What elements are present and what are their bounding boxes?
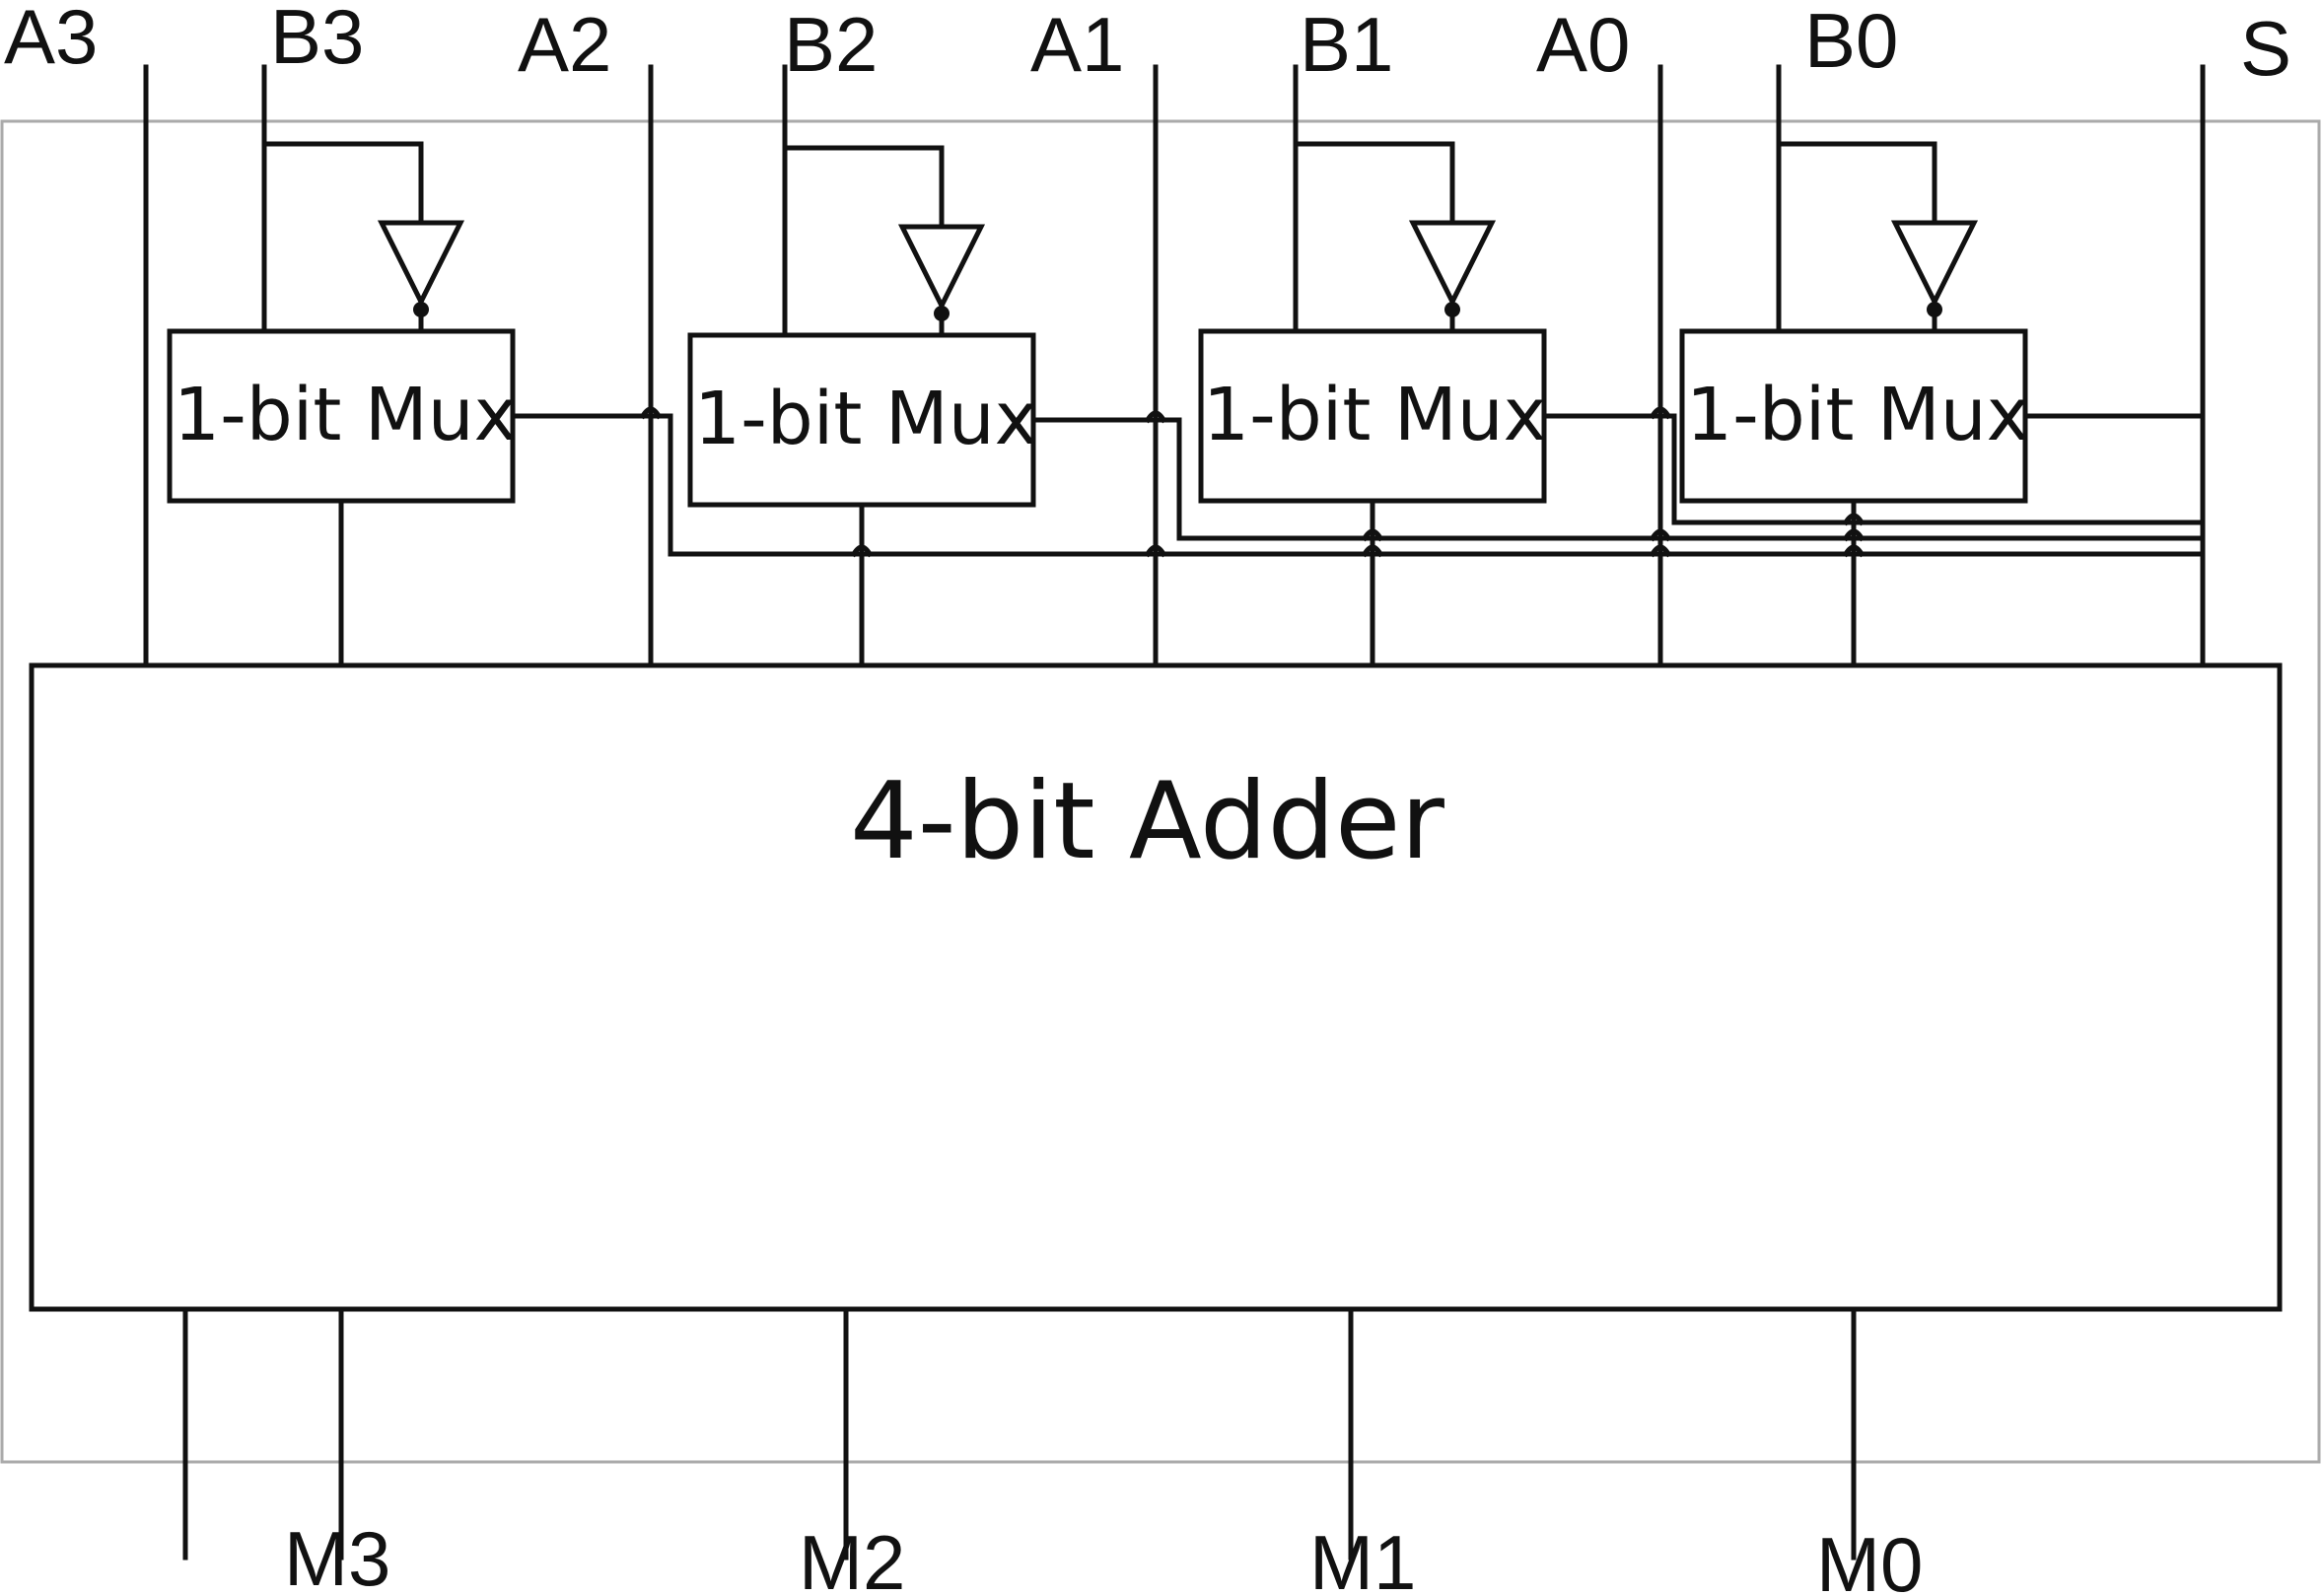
mux-2: 1-bit Mux (687, 64, 1037, 668)
input-label-s: S (2240, 5, 2291, 92)
output-label-m1: M1 (1309, 1519, 1416, 1596)
adder-label: 4-bit Adder (850, 760, 1444, 883)
input-label-b2: B2 (784, 1, 878, 88)
select-bus (510, 406, 2206, 558)
inverter-icon (897, 224, 986, 312)
output-label-m2: M2 (799, 1519, 905, 1596)
mux-1-label: 1-bit Mux (1203, 373, 1546, 457)
mux-1: 1-bit Mux (1198, 64, 1547, 668)
input-label-b0: B0 (1804, 0, 1898, 84)
inverter-icon (377, 220, 465, 308)
adder-block (29, 662, 2283, 1312)
mux-3: 1-bit Mux (167, 64, 517, 668)
diagram-frame (0, 119, 2321, 1464)
input-label-a2: A2 (518, 1, 611, 88)
input-label-b1: B1 (1300, 1, 1393, 88)
inverter-icon (1408, 220, 1497, 308)
mux-3-label: 1-bit Mux (174, 373, 517, 457)
inverter-icon (1890, 220, 1979, 308)
input-label-a3: A3 (4, 0, 98, 80)
input-label-a0: A0 (1536, 1, 1630, 88)
mux-0: 1-bit Mux (1679, 64, 2029, 668)
mux-0-label: 1-bit Mux (1686, 373, 2029, 457)
input-label-a1: A1 (1030, 1, 1124, 88)
mux-2-label: 1-bit Mux (694, 377, 1037, 461)
output-label-m3: M3 (284, 1515, 390, 1596)
output-label-m0: M0 (1816, 1521, 1923, 1596)
input-label-b3: B3 (270, 0, 364, 80)
